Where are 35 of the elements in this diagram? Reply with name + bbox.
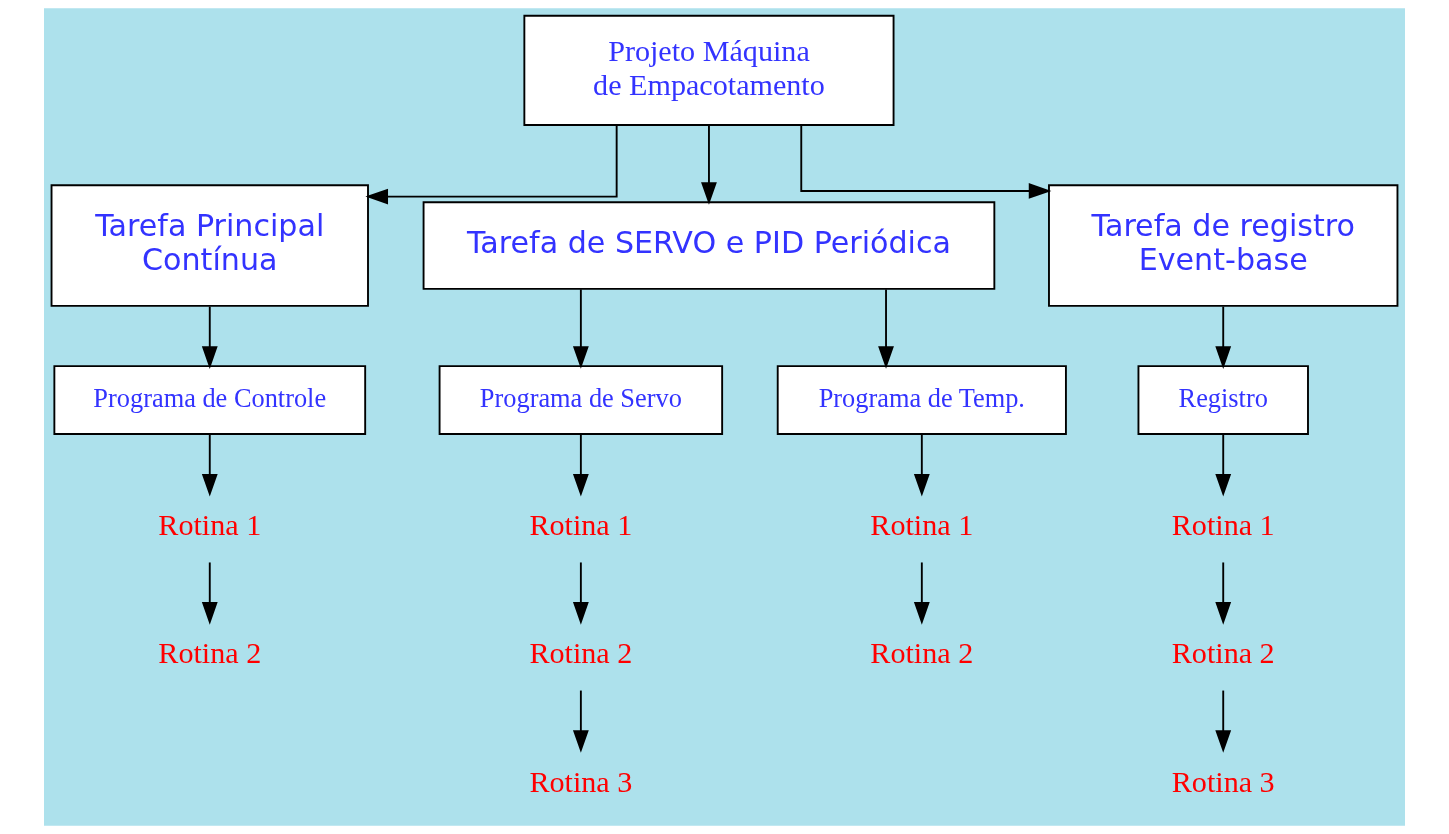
arrow [201, 433, 218, 497]
node-box: Tarefa Principal Contínua [50, 184, 369, 307]
node-text: Rotina 1 [158, 508, 262, 543]
node-text: Rotina 2 [1171, 636, 1275, 671]
node-text: Rotina 3 [1171, 764, 1275, 799]
arrow [800, 124, 1052, 199]
node-text: Rotina 1 [529, 508, 633, 543]
arrow [201, 561, 218, 625]
arrow [913, 561, 930, 625]
arrow [913, 433, 930, 497]
node-box: Programa de Servo [438, 365, 724, 435]
node-box: Programa de Controle [53, 365, 367, 435]
node-text: Rotina 2 [529, 636, 633, 671]
arrow [572, 561, 589, 625]
arrow [1215, 305, 1232, 369]
arrow [572, 433, 589, 497]
arrow [365, 124, 618, 205]
arrow [1215, 433, 1232, 497]
node-box: Tarefa de registro Event-base [1048, 184, 1399, 307]
node-box: Tarefa de SERVO e PID Periódica [422, 201, 996, 290]
arrow [1215, 689, 1232, 753]
arrow [1215, 561, 1232, 625]
node-text: Rotina 3 [529, 764, 633, 799]
arrow [572, 288, 589, 369]
node-text: Rotina 2 [870, 636, 974, 671]
arrow [572, 689, 589, 753]
node-box: Projeto Máquina de Empacotamento [523, 14, 895, 126]
arrow [701, 124, 717, 205]
node-box: Registro [1137, 365, 1309, 435]
node-text: Rotina 1 [1171, 508, 1275, 543]
arrow [878, 288, 894, 369]
node-text: Rotina 2 [158, 636, 262, 671]
arrow [201, 305, 218, 369]
node-text: Rotina 1 [870, 508, 974, 543]
node-box: Programa de Temp. [776, 365, 1067, 435]
